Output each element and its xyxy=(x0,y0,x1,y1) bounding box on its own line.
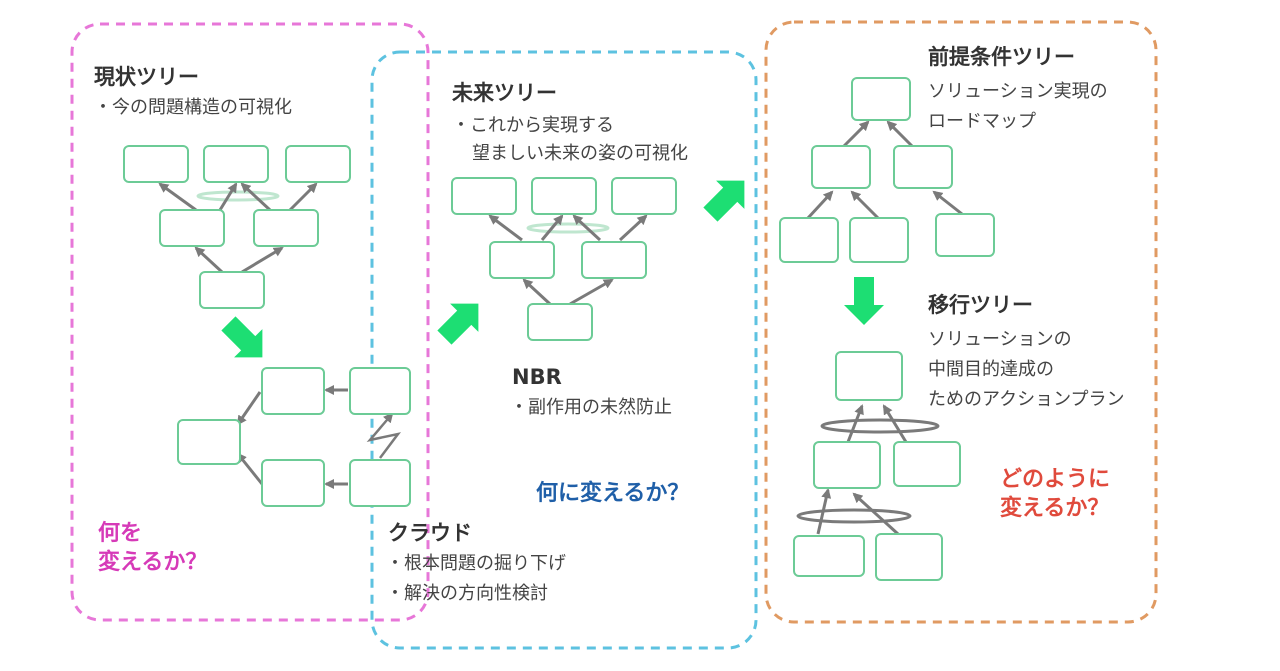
and-connector-ellipse xyxy=(526,222,610,234)
tree-node xyxy=(451,177,517,215)
future-tree-title: 未来ツリー xyxy=(452,81,557,105)
current-tree-graph xyxy=(123,145,351,309)
connector-arrow xyxy=(852,492,900,536)
conflict-zigzag xyxy=(366,412,402,459)
connector-arrow xyxy=(288,182,318,212)
tree-node xyxy=(893,441,961,487)
nbr-title: NBR xyxy=(512,365,562,389)
transition-tree-graph xyxy=(793,351,961,581)
connector-arrow xyxy=(569,278,614,306)
tree-node xyxy=(611,177,677,215)
connector-arrow xyxy=(842,120,870,148)
cloud-node xyxy=(177,419,241,465)
tree-node xyxy=(285,145,351,183)
connector-arrow xyxy=(816,488,832,535)
tree-node xyxy=(935,213,995,257)
prerequisite-tree-graph xyxy=(779,77,995,263)
future-tree-section-frame xyxy=(370,50,758,650)
question-line: 変えるか？ xyxy=(1000,495,1110,521)
connector-arrow xyxy=(158,182,197,212)
cloud-item: ・解決の方向性検討 xyxy=(386,583,548,604)
tree-node xyxy=(851,77,911,121)
transition-tree-subtitle: 中間目的達成の xyxy=(928,359,1054,380)
connector-arrow xyxy=(218,182,238,211)
transition-tree-title: 移行ツリー xyxy=(928,293,1033,317)
connector-arrow xyxy=(618,214,648,242)
tree-node xyxy=(489,241,555,279)
connector-arrow xyxy=(540,214,564,241)
connector-arrow xyxy=(194,246,224,274)
future-tree-subtitle: ・これから実現する xyxy=(452,115,614,136)
connector-arrow xyxy=(241,246,284,274)
tree-node xyxy=(199,271,265,309)
tree-node xyxy=(835,351,903,401)
tree-node xyxy=(875,533,943,581)
future-tree-subtitle: 望ましい未来の姿の可視化 xyxy=(472,143,688,164)
cloud-node xyxy=(349,367,411,415)
tree-node xyxy=(813,441,881,489)
connector-arrow xyxy=(886,120,914,148)
flow-arrow-up-right xyxy=(437,303,479,345)
connector-arrow xyxy=(572,214,602,242)
tree-node xyxy=(793,535,865,577)
and-connector-ellipse xyxy=(820,418,940,434)
tree-node xyxy=(159,209,225,247)
tree-node xyxy=(123,145,189,183)
tree-node xyxy=(531,177,597,215)
tree-node xyxy=(581,241,647,279)
tree-node xyxy=(203,145,269,183)
question-line: 何を xyxy=(98,521,143,546)
cloud-item: ・根本問題の掘り下げ xyxy=(386,553,566,574)
connector-arrow xyxy=(236,391,262,426)
flow-arrow-up-right xyxy=(703,180,745,222)
nbr-subtitle: ・副作用の未然防止 xyxy=(510,397,672,418)
cloud-node xyxy=(349,459,411,507)
tree-node xyxy=(527,303,593,341)
tree-node xyxy=(779,217,839,263)
what-to-change-into-question: 何に変えるか？ xyxy=(536,481,690,506)
question-line: どのように xyxy=(1000,467,1111,492)
tree-node xyxy=(253,209,319,247)
and-connector-ellipse xyxy=(796,508,912,524)
connector-arrow xyxy=(236,452,264,485)
current-tree-section-frame xyxy=(70,22,430,622)
tree-node xyxy=(849,217,909,263)
prerequisite-section-frame xyxy=(764,20,1158,624)
connector-arrow xyxy=(932,190,963,216)
current-tree-subtitle: ・今の問題構造の可視化 xyxy=(94,97,292,118)
connector-arrow xyxy=(846,404,864,443)
prerequisite-tree-subtitle: ソリューション実現の xyxy=(928,81,1108,102)
flow-arrow-down-right xyxy=(221,316,263,358)
connector-arrow xyxy=(882,404,908,443)
prerequisite-tree-subtitle: ロードマップ xyxy=(928,111,1036,132)
connector-arrow xyxy=(522,278,552,306)
tree-node xyxy=(893,145,953,189)
connector-arrow xyxy=(488,214,523,242)
connector-arrow xyxy=(240,182,272,212)
transition-tree-subtitle: ためのアクションプラン xyxy=(928,389,1125,410)
tree-node xyxy=(811,145,871,189)
cloud-node xyxy=(261,459,325,507)
how-to-change-question: どのように 変えるか？ xyxy=(1000,466,1110,523)
current-tree-title: 現状ツリー xyxy=(94,65,199,89)
prerequisite-tree-title: 前提条件ツリー xyxy=(928,45,1075,69)
what-to-change-question: 何を 変えるか？ xyxy=(98,520,207,577)
cloud-title: クラウド xyxy=(388,521,472,545)
cloud-node xyxy=(261,367,325,415)
and-connector-ellipse xyxy=(196,190,280,202)
cloud-graph xyxy=(177,367,411,507)
flow-arrow-down xyxy=(844,277,884,325)
future-tree-graph xyxy=(451,177,677,341)
connector-arrow xyxy=(850,190,880,220)
question-line: 変えるか？ xyxy=(98,549,208,575)
transition-tree-subtitle: ソリューションの xyxy=(928,329,1072,350)
connector-arrow xyxy=(806,190,834,220)
